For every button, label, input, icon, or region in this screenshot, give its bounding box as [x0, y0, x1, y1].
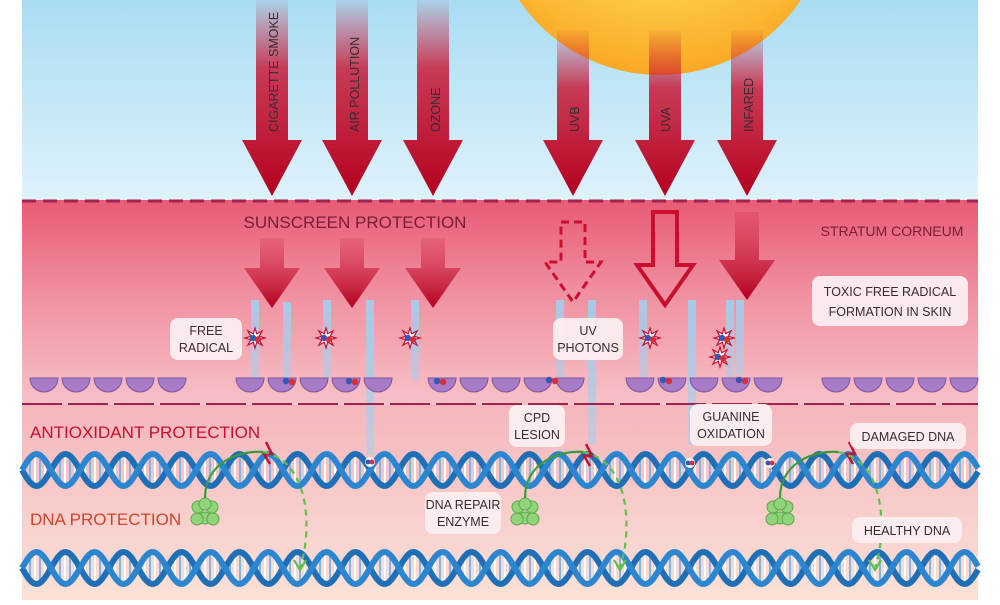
left-margin	[0, 0, 22, 600]
repair-line-2: ENZYME	[437, 515, 489, 529]
sunscreen-protection-label: SUNSCREEN PROTECTION	[244, 213, 467, 232]
dna-repair-enzyme-3	[766, 498, 794, 525]
label-uvb: UVB	[568, 106, 582, 132]
sky-area	[22, 0, 978, 202]
dna-repair-enzyme-callout: DNA REPAIR ENZYME	[425, 492, 501, 534]
free-radical-3	[400, 328, 420, 348]
label-uva: UVA	[659, 107, 673, 132]
free-radical-callout: FREE RADICAL	[170, 318, 242, 360]
dna-repair-enzyme-2	[511, 498, 539, 525]
uv-photons-line-1: UV	[579, 324, 597, 338]
beam-2	[283, 302, 291, 380]
oxidized-base-3	[765, 458, 775, 468]
label-infared: INFARED	[742, 78, 756, 132]
dna-protection-label: DNA PROTECTION	[30, 510, 181, 529]
cpd-lesion-callout: CPD LESION	[509, 405, 565, 447]
guanine-oxidation-callout: GUANINE OXIDATION	[690, 404, 772, 446]
healthy-dna-text: HEALTHY DNA	[864, 524, 951, 538]
healthy-dna-callout: HEALTHY DNA	[852, 517, 962, 543]
beam-11	[736, 300, 744, 375]
uv-photons-line-2: PHOTONS	[557, 341, 619, 355]
repair-line-1: DNA REPAIR	[426, 498, 501, 512]
guanine-line-2: OXIDATION	[697, 427, 765, 441]
free-radical-6	[710, 347, 730, 367]
label-cigarette-smoke: CIGARETTE SMOKE	[267, 12, 281, 132]
free-radical-2	[316, 328, 336, 348]
antioxidant-protection-label: ANTIOXIDANT PROTECTION	[30, 423, 260, 442]
label-ozone: OZONE	[429, 88, 443, 132]
damaged-dna-text: DAMAGED DNA	[861, 430, 955, 444]
right-margin	[978, 0, 1000, 600]
damaged-dna-callout: DAMAGED DNA	[850, 423, 966, 449]
toxic-line-2: FORMATION IN SKIN	[829, 305, 952, 319]
free-radical-5	[714, 328, 734, 348]
free-radical-1	[245, 328, 265, 348]
free-radical-4	[640, 328, 660, 348]
oxidized-base-2	[685, 458, 695, 468]
toxic-free-radical-callout: TOXIC FREE RADICAL FORMATION IN SKIN	[812, 276, 968, 326]
cpd-line-2: LESION	[514, 428, 560, 442]
guanine-line-1: GUANINE	[703, 410, 760, 424]
stratum-corneum-label: STRATUM CORNEUM	[821, 223, 964, 239]
cpd-line-1: CPD	[524, 411, 550, 425]
label-air-pollution: AIR POLLUTION	[348, 37, 362, 132]
uv-photons-callout: UV PHOTONS	[553, 318, 623, 360]
free-radical-line-2: RADICAL	[179, 341, 233, 355]
free-radical-line-1: FREE	[189, 324, 222, 338]
oxidized-base-1	[365, 457, 375, 467]
toxic-line-1: TOXIC FREE RADICAL	[824, 285, 956, 299]
dna-repair-enzyme-1	[191, 498, 219, 525]
